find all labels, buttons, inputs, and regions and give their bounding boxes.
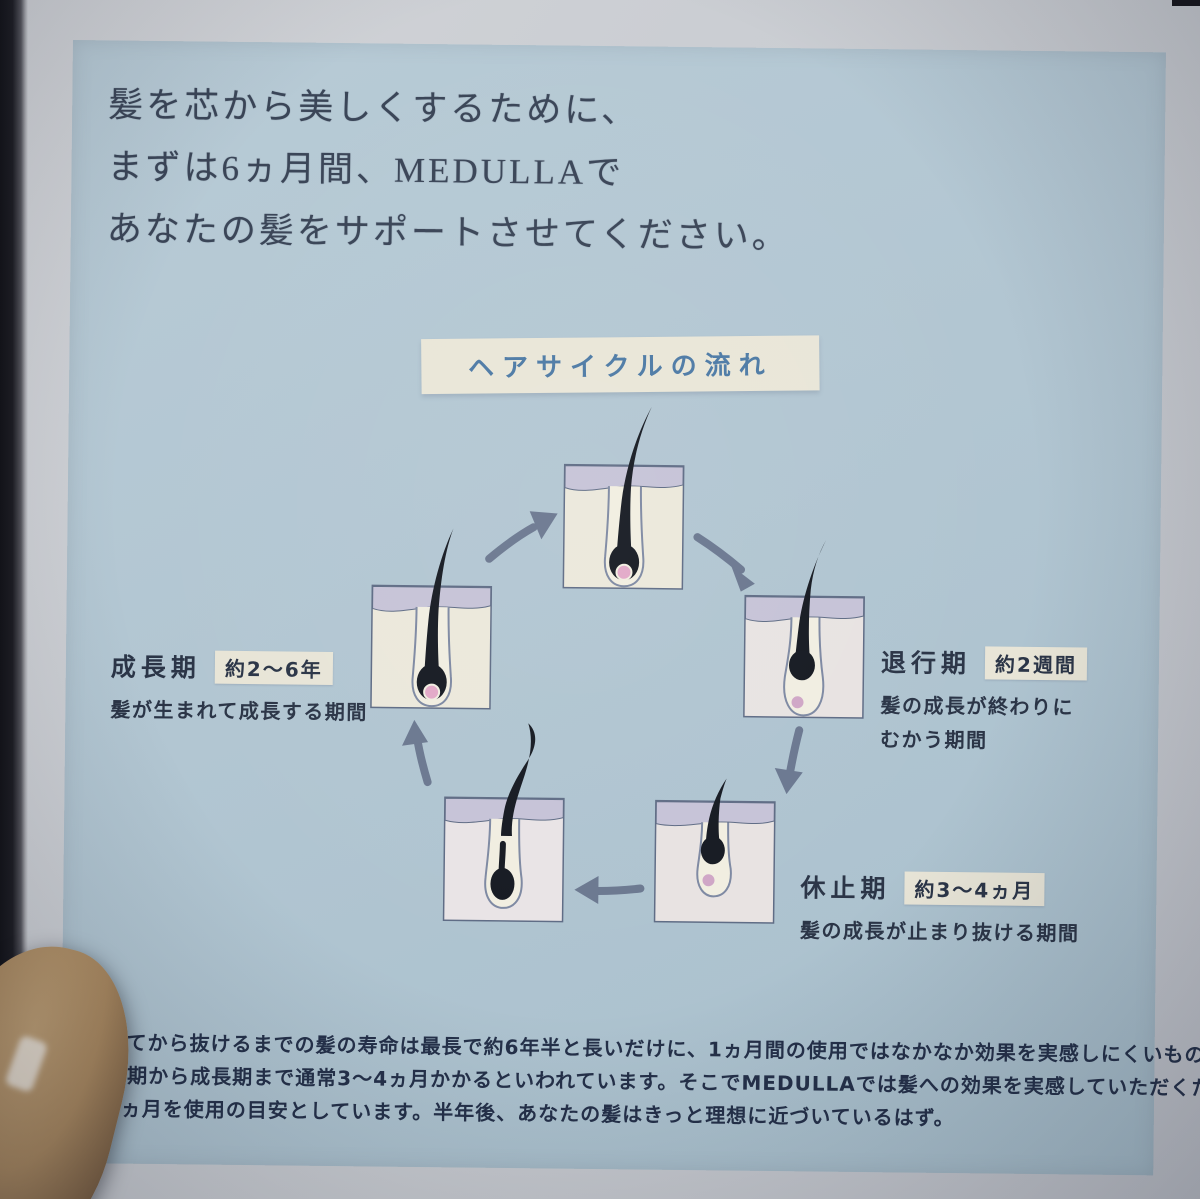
phase-head: 退行期 約2週間 — [880, 643, 1088, 681]
follicle-shedding-illustration — [442, 723, 565, 923]
page-title: 髪を芯から美しくするために、 まずは6ヵ月間、MEDULLAで あなたの髪をサポ… — [107, 74, 792, 268]
phase-duration-badge: 約2〜6年 — [214, 650, 333, 685]
phase-description-line-1: 髪の成長が終わりに — [880, 693, 1075, 720]
phase-head: 成長期 約2〜6年 — [111, 647, 369, 686]
phase-description: 髪が生まれて成長する期間 — [110, 697, 368, 725]
shed-hair-icon — [500, 723, 536, 837]
hair-shaft-icon — [616, 406, 652, 563]
cycle-arrow-up-icon — [402, 719, 432, 787]
phase-label-catagen: 退行期 約2週間 髪の成長が終わりに むかう期間 — [880, 643, 1088, 758]
cycle-title-box: ヘアサイクルの流れ — [421, 335, 820, 395]
heading-line-3: あなたの髪をサポートさせてください。 — [106, 209, 790, 257]
hair-shaft-icon — [705, 778, 727, 845]
phase-duration-badge: 約3〜4ヵ月 — [904, 870, 1045, 906]
papilla-dot — [791, 696, 804, 709]
cycle-title: ヘアサイクルの流れ — [467, 350, 773, 384]
phase-description: 髪の成長が終わりに むかう期間 — [880, 688, 1087, 758]
hair-club-bulb — [700, 836, 725, 865]
follicle-anagen-top-illustration — [562, 406, 685, 590]
phase-label-telogen: 休止期 約3〜4ヵ月 髪の成長が止まり抜ける期間 — [800, 868, 1080, 950]
papilla-dot — [615, 563, 633, 581]
hair-shaft-icon — [423, 528, 454, 683]
photo-corner-shadow — [1172, 0, 1200, 6]
phase-duration-badge: 約2週間 — [984, 645, 1088, 681]
phase-name: 休止期 — [800, 873, 891, 904]
cycle-arrow-down-right-icon — [693, 533, 755, 592]
follicle-growth-illustration — [370, 528, 493, 710]
papilla-dot — [423, 683, 441, 701]
follicle-telogen-illustration — [653, 778, 776, 924]
hair-shaft-icon — [795, 539, 827, 660]
finger-highlight — [4, 1034, 49, 1094]
phase-description: 髪の成長が止まり抜ける期間 — [799, 918, 1080, 946]
phase-label-growth: 成長期 約2〜6年 髪が生まれて成長する期間 — [110, 647, 368, 729]
cycle-arrow-left-icon — [574, 876, 645, 905]
phase-name: 成長期 — [110, 652, 202, 683]
blue-panel: 髪を芯から美しくするために、 まずは6ヵ月間、MEDULLAで あなたの髪をサポ… — [60, 40, 1200, 1176]
follicle-catagen-illustration — [743, 539, 865, 719]
hair-club-bulb — [788, 650, 815, 681]
papilla-dot — [702, 874, 715, 887]
new-hair-shaft — [498, 840, 506, 875]
phase-name: 退行期 — [880, 648, 972, 679]
cycle-arrow-down-icon — [774, 726, 804, 795]
phase-head: 休止期 約3〜4ヵ月 — [800, 868, 1080, 907]
new-hair-bulb — [490, 867, 515, 900]
heading-line-2: まずは6ヵ月間、MEDULLAで — [107, 147, 625, 193]
footer-paragraph: 生えてから抜けるまでの髪の寿命は最長で約6年半と長いだけに、1ヵ月間の使用ではな… — [85, 1026, 1200, 1137]
cycle-arrow-up-right-icon — [485, 511, 558, 563]
skin-surface-band — [564, 465, 684, 491]
phase-description-line-2: むかう期間 — [879, 727, 988, 753]
heading-line-1: 髪を芯から美しくするために、 — [108, 85, 640, 131]
